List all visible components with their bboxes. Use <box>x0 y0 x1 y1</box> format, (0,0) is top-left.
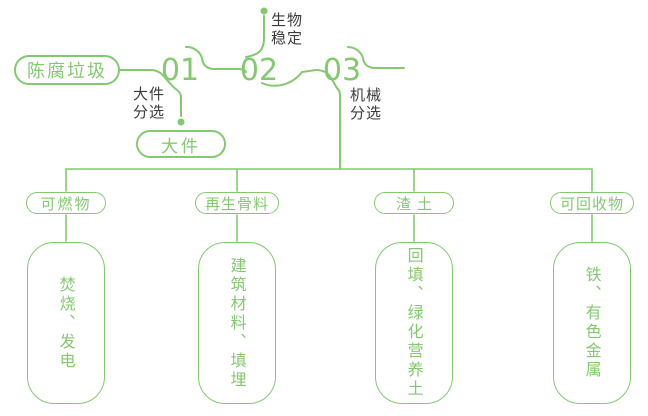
branch-up-02 <box>245 15 265 58</box>
use-text-backfill: 回填、绿化营养土 <box>404 247 424 399</box>
use-box-incineration: 焚烧、发电 <box>27 242 105 404</box>
step-number-02: 02 <box>239 53 279 88</box>
flow-line-02-to-03 <box>261 68 341 170</box>
use-text-incineration: 焚烧、发电 <box>56 275 76 371</box>
flow-line-01-to-02 <box>185 45 247 73</box>
step-label-mechanical-sorting: 机械 分选 <box>350 86 383 122</box>
use-box-building-material: 建筑材料、填埋 <box>198 242 276 404</box>
category-combustibles: 可燃物 <box>26 192 106 214</box>
use-box-backfill: 回填、绿化营养土 <box>375 242 453 404</box>
use-text-metals: 铁、有色金属 <box>582 266 602 380</box>
step-number-03: 03 <box>322 53 362 88</box>
step-label-large-item-sorting: 大件 分选 <box>133 85 166 121</box>
flow-line-after-03 <box>347 46 405 69</box>
use-box-metals: 铁、有色金属 <box>553 242 631 404</box>
source-node: 陈腐垃圾 <box>14 55 120 85</box>
category-slag-soil: 渣土 <box>374 192 454 214</box>
branch-endpoint-dot-large-item <box>177 118 185 126</box>
category-recycled-aggregate: 再生骨料 <box>195 192 279 214</box>
use-text-building-material: 建筑材料、填埋 <box>227 256 247 390</box>
flow-line-into-01 <box>119 69 182 117</box>
category-recyclables: 可回收物 <box>550 192 634 214</box>
branch-endpoint-dot-bio <box>260 7 268 15</box>
large-item-node: 大件 <box>136 130 226 158</box>
step-label-bio-stabilization: 生物 稳定 <box>271 11 304 47</box>
step-number-01: 01 <box>160 53 200 88</box>
